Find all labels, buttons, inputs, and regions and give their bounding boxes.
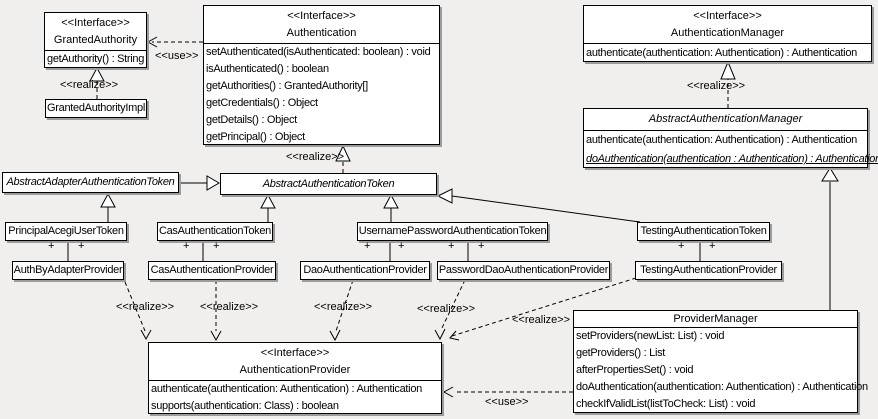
method-list: authenticate(authentication: Authenticat… [584,131,878,169]
class-header: <<Interface>> Authentication [204,6,439,44]
class-password-dao-authentication-provider: PasswordDaoAuthenticationProvider [437,261,610,280]
method: setAuthenticated(isAuthenticated: boolea… [206,46,431,58]
edge-gen-cas-abstractauthtoken [260,193,276,222]
edge-gen-testing-abstractauthtoken [436,188,641,223]
method-list: setAuthenticated(isAuthenticated: boolea… [204,44,439,146]
method: setProviders(newList: List) : void [576,330,725,342]
edge-label-use: <<use>> [155,50,199,62]
stereotype: <<Interface>> [287,10,356,22]
class-name: CasAuthenticationToken [158,225,272,237]
edge-label-realize: <<realize>> [116,301,175,313]
edge-label-realize: <<realize>> [417,303,476,315]
class-authentication-manager: <<Interface>> AuthenticationManager auth… [583,5,872,62]
method: getCredentials() : Object [206,97,318,109]
edge-gen-abstractadapter-abstractauthtoken [179,175,220,191]
class-testing-authentication-token: TestingAuthenticationToken [637,222,770,241]
method: getAuthorities() : GrantedAuthority[] [206,80,368,92]
class-abstract-authentication-token: AbstractAuthenticationToken [220,173,437,195]
method: getAuthority() : String [47,53,145,65]
class-name: AuthenticationProvider [239,364,351,376]
method: doAuthentication(authentication: Authent… [576,381,868,393]
edge-label-realize: <<realize>> [512,314,571,326]
multiplicity-plus: + [183,240,190,252]
edge-gen-username-abstractauthtoken [383,193,399,222]
multiplicity-plus: + [78,240,85,252]
method: authenticate(authentication: Authenticat… [586,134,857,146]
edge-label-realize: <<realize>> [60,79,119,91]
class-name: CasAuthenticationProvider [150,264,274,276]
edge-label-realize: <<realize>> [314,301,373,313]
method: getProviders() : List [576,347,666,359]
class-cas-authentication-token: CasAuthenticationToken [157,222,273,241]
class-name: DaoAuthenticationProvider [303,264,427,276]
class-name: AbstractAdapterAuthenticationToken [6,176,175,188]
stereotype: <<Interface>> [693,10,762,22]
class-abstract-adapter-authentication-token: AbstractAdapterAuthenticationToken [2,172,179,193]
method-list: setProviders(newList: List) : void getPr… [574,328,868,413]
multiplicity-plus: + [709,240,716,252]
method: afterPropertiesSet() : void [576,364,694,376]
class-name: AbstractAuthenticationToken [262,178,395,190]
method-list: authenticate(authentication: Authenticat… [584,44,871,63]
class-name: TestingAuthenticationToken [640,225,767,237]
multiplicity-plus: + [48,240,55,252]
class-name: Authentication [286,27,357,39]
multiplicity-plus: + [478,240,485,252]
class-name: UsernamePasswordAuthenticationToken [358,225,547,237]
edge-gen-providermanager-abstractauthmanager [821,167,839,310]
multiplicity-plus: + [213,240,220,252]
class-cas-authentication-provider: CasAuthenticationProvider [148,261,276,280]
method: doAuthentication(authentication : Authen… [586,153,878,165]
class-name: GrantedAuthority [53,34,138,46]
class-name: PrincipalAcegiUserToken [8,225,124,237]
method: getDetails() : Object [206,114,297,126]
class-provider-manager: ProviderManager setProviders(newList: Li… [573,310,868,413]
method: authenticate(authentication: Authenticat… [586,47,857,59]
class-name: TestingAuthenticationProvider [640,264,777,276]
class-name: AbstractAuthenticationManager [584,109,867,131]
multiplicity-plus: + [678,240,685,252]
edge-label-use: <<use>> [485,396,529,408]
multiplicity-plus: + [364,240,371,252]
edge-label-realize: <<realize>> [200,301,259,313]
class-header: <<Interface>> AuthenticationProvider [149,343,441,381]
class-dao-authentication-provider: DaoAuthenticationProvider [300,261,430,280]
edge-label-realize: <<realize>> [687,80,746,92]
class-testing-authentication-provider: TestingAuthenticationProvider [635,261,782,280]
multiplicity-plus: + [448,240,455,252]
edge-use-authentication-grantedauthority [146,36,203,48]
edge-label-realize: <<realize>> [286,151,345,163]
stereotype: <<Interface>> [260,347,330,359]
method-list: authenticate(authentication: Authenticat… [149,381,441,415]
class-name: AuthByAdapterProvider [13,264,123,276]
stereotype: <<Interface>> [61,17,130,29]
method: isAuthenticated() : boolean [206,63,329,75]
method: getPrincipal() : Object [206,131,305,143]
method: checkIfValidList(listToCheck: List) : vo… [576,398,756,410]
class-auth-by-adapter-provider: AuthByAdapterProvider [12,261,124,280]
class-abstract-authentication-manager: AbstractAuthenticationManager authentica… [583,108,878,169]
edge-gen-principal-abstractadapter [100,192,116,222]
method: authenticate(authentication: Authenticat… [151,383,422,395]
class-name: AuthenticationManager [670,27,785,39]
class-granted-authority-impl: GrantedAuthorityImpl [45,99,147,118]
class-granted-authority: <<Interface>> GrantedAuthority getAuthor… [44,12,147,68]
class-authentication-provider: <<Interface>> AuthenticationProvider aut… [148,342,442,414]
class-username-password-authentication-token: UsernamePasswordAuthenticationToken [357,222,548,241]
class-authentication: <<Interface>> Authentication setAuthenti… [203,5,440,145]
class-name: PasswordDaoAuthenticationProvider [438,264,609,276]
class-principal-acegi-user-token: PrincipalAcegiUserToken [5,222,127,241]
multiplicity-plus: + [398,240,405,252]
class-header: <<Interface>> AuthenticationManager [584,6,871,44]
method-list: getAuthority() : String [45,51,146,68]
class-name: GrantedAuthorityImpl [47,102,145,114]
class-name: ProviderManager [574,311,857,328]
method: supports(authentication: Class) : boolea… [151,400,339,412]
class-header: <<Interface>> GrantedAuthority [45,13,146,51]
